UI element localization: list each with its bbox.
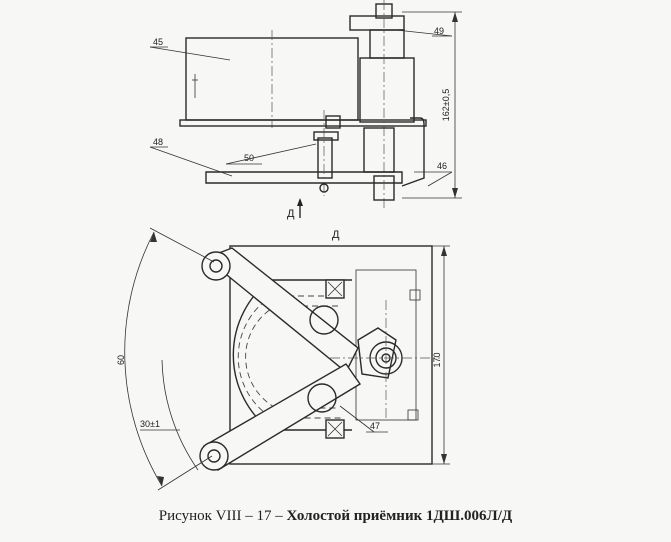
label-46: 46	[437, 161, 447, 171]
label-48: 48	[153, 137, 163, 147]
label-50: 50	[244, 153, 254, 163]
bottom-view: Д 170	[116, 227, 450, 491]
dim-offset: 30±1	[140, 419, 160, 429]
caption-prefix: Рисунок VIII – 17 –	[158, 508, 287, 524]
bracket-46	[401, 117, 425, 187]
dim-angle: 60	[116, 355, 126, 365]
label-45: 45	[153, 37, 163, 47]
base-plate-outline	[229, 245, 433, 465]
upper-lever	[204, 247, 359, 374]
base-plate	[179, 119, 427, 127]
label-49: 49	[434, 26, 444, 36]
dim-height-bottom: 170	[432, 352, 442, 367]
view-title: Д	[332, 229, 340, 241]
figure-caption: Рисунок VIII – 17 – Холостой приёмник 1Д…	[0, 508, 671, 525]
dim-height-top: 162±0,5	[441, 89, 451, 121]
caption-title: Холостой приёмник 1ДШ.006Л/Д	[286, 508, 513, 524]
technical-drawing: 162±0,5 45 49 48 50 46 Д Д	[116, 0, 462, 491]
cylinder-49	[359, 57, 415, 123]
view-marker: Д	[287, 208, 295, 220]
label-47: 47	[370, 421, 380, 431]
plate-48	[205, 171, 403, 184]
top-view: 162±0,5 45 49 48 50 46 Д	[149, 0, 462, 220]
